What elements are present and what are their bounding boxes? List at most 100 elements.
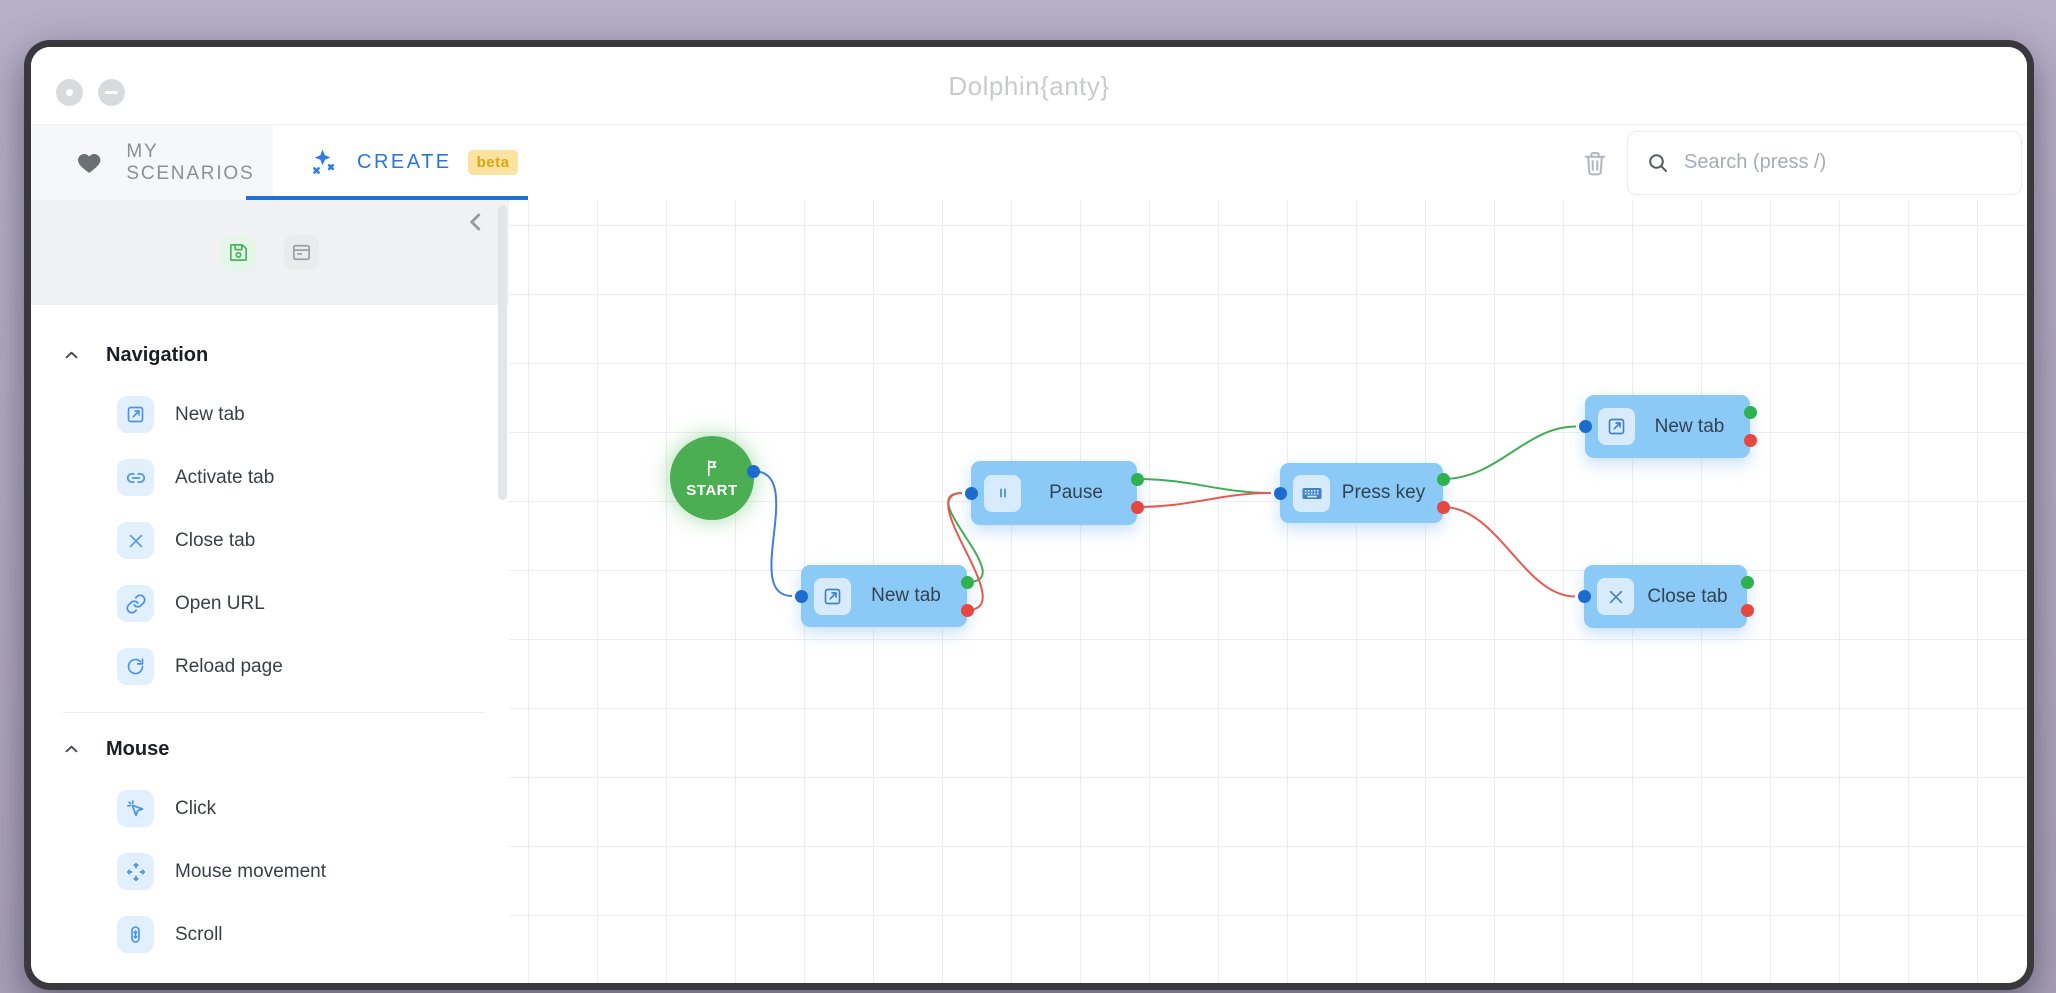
error-port[interactable] [1740, 604, 1754, 617]
scroll-icon [117, 916, 154, 953]
keyboard-icon [1293, 474, 1330, 512]
sidebar-item-open-url[interactable]: Open URL [31, 572, 509, 635]
start-node[interactable]: START [670, 436, 754, 520]
sidebar-section-header-mouse[interactable]: Mouse [31, 721, 509, 777]
sidebar-item-label: Reload page [175, 655, 283, 677]
edge-press-key-to-new-tab-2[interactable] [1442, 425, 1577, 480]
new-tab-icon [117, 396, 154, 433]
close-tab-icon [117, 522, 154, 559]
sidebar-item-close-tab[interactable]: Close tab [31, 509, 509, 572]
input-port[interactable] [1577, 590, 1591, 603]
node-label: Pause [1049, 482, 1103, 503]
flow-node-new-tab-2[interactable]: New tab [1578, 395, 1757, 458]
app-window: Dolphin{anty} MY SCENARIOS CREATE beta [24, 40, 2034, 990]
edge-pause-to-press-key[interactable] [1136, 478, 1272, 494]
open-url-icon [117, 585, 154, 622]
window-record-button[interactable] [56, 79, 83, 106]
node-label: Press key [1341, 482, 1426, 503]
sidebar-item-label: Close tab [175, 529, 256, 551]
tab-bar: MY SCENARIOS CREATE beta [31, 125, 2027, 200]
reload-icon [117, 648, 154, 685]
sidebar-item-mouse-movement[interactable]: Mouse movement [31, 840, 509, 903]
sidebar-item-label: New tab [175, 403, 245, 425]
sidebar-item-label: Scroll [175, 923, 223, 945]
sidebar-item-new-tab[interactable]: New tab [31, 383, 509, 446]
success-port[interactable] [1740, 576, 1754, 589]
search-box[interactable] [1627, 130, 2022, 195]
flag-icon [707, 460, 717, 477]
sidebar-scrollbar[interactable] [498, 205, 507, 500]
success-port[interactable] [1743, 406, 1757, 419]
edge-start-to-new-tab-1[interactable] [752, 470, 793, 597]
chevron-up-icon [63, 347, 80, 364]
sidebar-divider [63, 712, 485, 713]
window-controls [56, 79, 125, 106]
tab-my-scenarios[interactable]: MY SCENARIOS [31, 125, 273, 200]
click-icon [117, 790, 154, 827]
start-output-port[interactable] [746, 464, 760, 478]
input-port[interactable] [964, 486, 978, 500]
success-port[interactable] [1130, 472, 1144, 486]
edge-new-tab-1-to-pause[interactable] [947, 492, 984, 611]
tab-my-scenarios-label: MY SCENARIOS [126, 140, 255, 184]
close-tab-icon [1597, 578, 1634, 615]
sidebar-section-title: Navigation [106, 343, 209, 366]
sidebar-item-activate-tab[interactable]: Activate tab [31, 446, 509, 509]
search-input[interactable] [1684, 151, 2003, 174]
start-node-label: START [686, 482, 738, 499]
error-port[interactable] [1436, 500, 1450, 514]
trash-button[interactable] [1580, 148, 1610, 178]
sidebar-item-label: Mouse movement [175, 860, 327, 882]
dot-icon [66, 89, 73, 96]
sidebar-item-click[interactable]: Click [31, 777, 509, 840]
sidebar-section-title: Mouse [106, 737, 170, 760]
sidebar-section-header-navigation[interactable]: Navigation [31, 327, 509, 383]
sidebar-item-label: Click [175, 797, 217, 819]
edge-pause-to-press-key[interactable] [1136, 492, 1272, 508]
sidebar-item-scroll[interactable]: Scroll [31, 903, 509, 966]
tab-create[interactable]: CREATE beta [246, 125, 529, 200]
activate-tab-icon [117, 459, 154, 496]
success-port[interactable] [960, 575, 974, 589]
input-port[interactable] [1578, 420, 1592, 433]
heart-icon [78, 153, 101, 173]
beta-badge: beta [467, 150, 519, 175]
sidebar-item-reload-page[interactable]: Reload page [31, 635, 509, 698]
save-scenario-button[interactable] [221, 235, 256, 270]
pause-icon [984, 474, 1021, 512]
active-tab-underline [246, 196, 529, 200]
node-label: New tab [871, 585, 941, 606]
sidebar-item-label: Open URL [175, 592, 265, 614]
window-minimize-button[interactable] [98, 79, 125, 106]
input-port[interactable] [794, 589, 808, 603]
flow-node-new-tab-1[interactable]: New tab [794, 565, 974, 627]
window-title: Dolphin{anty} [948, 71, 1110, 101]
form-icon [292, 244, 311, 261]
error-port[interactable] [1743, 434, 1757, 447]
flow-node-press-key[interactable]: Press key [1273, 463, 1450, 523]
flow-node-close-tab[interactable]: Close tab [1577, 565, 1754, 628]
node-label: Close tab [1647, 585, 1728, 607]
collapse-sidebar-button[interactable] [459, 206, 493, 240]
sidebar-header [31, 200, 509, 305]
input-port[interactable] [1273, 486, 1287, 500]
save-icon [229, 243, 248, 262]
sidebar-item-label: Activate tab [175, 466, 275, 488]
flow-node-pause[interactable]: Pause [964, 461, 1144, 525]
mouse-move-icon [117, 853, 154, 890]
chevron-up-icon [63, 741, 80, 758]
minimize-icon [105, 90, 118, 95]
error-port[interactable] [960, 603, 974, 617]
success-port[interactable] [1436, 472, 1450, 486]
edge-press-key-to-close-tab[interactable] [1442, 506, 1576, 598]
error-port[interactable] [1130, 500, 1144, 514]
scenario-details-button[interactable] [284, 235, 319, 270]
trash-icon [1584, 151, 1606, 175]
flow-edges [752, 425, 1577, 611]
new-tab-icon [814, 577, 851, 615]
